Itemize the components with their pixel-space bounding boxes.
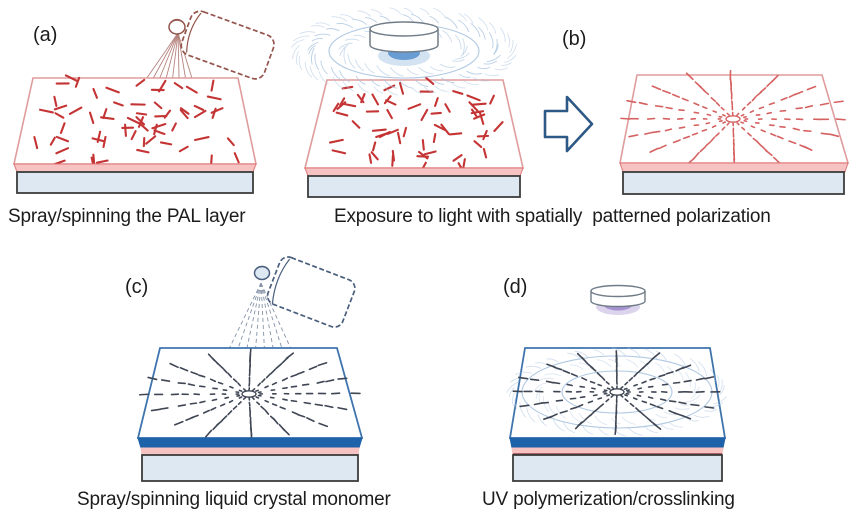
substrate-base-d (512, 454, 723, 482)
radial-alignment-pattern-d (512, 350, 721, 436)
panel-a (13, 10, 275, 194)
pal-layer-exposure (304, 167, 524, 177)
caption-uv: UV polymerization/crosslinking (482, 489, 735, 510)
pal-layer-b (619, 162, 849, 173)
spray-fan-c-icon (228, 282, 292, 350)
substrate-base-c (141, 454, 359, 482)
panel-label-d: (d) (503, 276, 528, 298)
lc-monomer-layer-c (137, 437, 363, 449)
spray-can-c-icon (253, 256, 356, 328)
panel-label-a: (a) (33, 24, 58, 46)
panel-b (619, 69, 850, 195)
alignment-line-d (513, 453, 722, 455)
substrate-base-a (16, 171, 254, 194)
panel-label-b: (b) (562, 28, 587, 50)
caption-exposure: Exposure to light with spatially pattern… (334, 206, 771, 227)
random-lc-molecules-a (33, 74, 240, 168)
lc-polymer-layer-d (509, 437, 726, 449)
radial-alignment-pattern-b (620, 69, 846, 169)
pal-surface-exposure (303, 79, 525, 169)
uv-lens-icon (590, 284, 646, 315)
caption-spray-lc: Spray/spinning liquid crystal monomer (77, 489, 391, 510)
panel-label-c: (c) (125, 276, 149, 298)
spray-can-a-icon (168, 10, 275, 80)
lens-exposure-icon (369, 21, 439, 66)
panel-d (506, 284, 727, 482)
pal-layer-a (13, 163, 257, 173)
panel-c (136, 256, 364, 482)
caption-spray-pal: Spray/spinning the PAL layer (8, 206, 246, 227)
radial-alignment-pattern-c (138, 348, 361, 439)
substrate-base-b (622, 171, 845, 195)
pal-layer-c (140, 447, 360, 456)
panel-exposure (290, 7, 525, 198)
process-arrow-icon (543, 95, 594, 153)
substrate-base-exposure (307, 175, 521, 198)
